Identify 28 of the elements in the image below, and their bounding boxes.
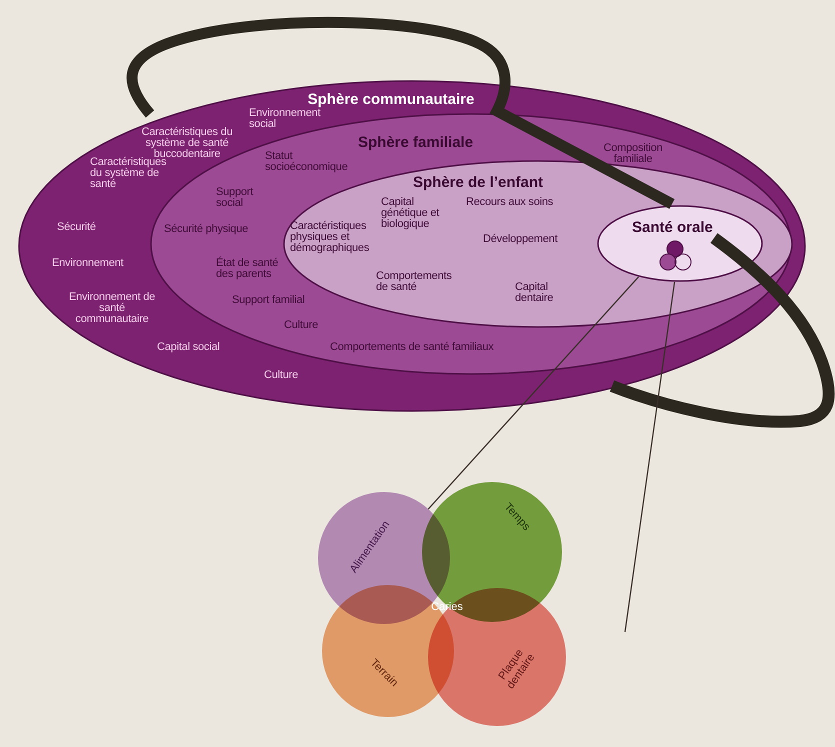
factor-label: Capital social: [157, 342, 221, 353]
sphere-title: Sphère familiale: [358, 134, 474, 151]
factor-label: État de santé des parents: [216, 258, 280, 280]
factor-label: Comportements de santé familiaux: [330, 342, 495, 353]
factor-label: Environnement social: [249, 108, 320, 130]
sphere-ellipse: [18, 80, 806, 412]
factor-label: Développement: [483, 234, 559, 245]
factor-label: Support social: [216, 187, 254, 209]
factor-label: Environnement de santé communautaire: [68, 292, 156, 325]
factor-label: Capital dentaire: [515, 282, 554, 304]
factor-label: Culture: [284, 320, 320, 331]
factor-label: Recours aux soins: [466, 197, 554, 208]
factor-label: Comportements de santé: [376, 271, 453, 293]
factor-label: Support familial: [232, 295, 306, 306]
factor-label: Sécurité physique: [164, 224, 250, 235]
factor-label: Caractéristiques physiques et démographiques: [290, 221, 370, 254]
factor-label: Capital génétique et biologique: [381, 197, 440, 230]
factor-label: Environnement: [52, 258, 124, 269]
factor-label: Culture: [264, 370, 300, 381]
factor-label: Statut socioéconomique: [265, 151, 349, 173]
leader-line: [428, 276, 640, 510]
sphere-ellipse: [597, 205, 763, 282]
sphere-title: Sphère de l’enfant: [413, 174, 544, 191]
sphere-title: Santé orale: [632, 219, 714, 236]
factor-label: Sécurité: [57, 222, 97, 233]
sphere-title: Sphère communautaire: [306, 91, 476, 108]
leader-line: [624, 282, 676, 632]
factor-label: Composition familiale: [602, 143, 664, 165]
